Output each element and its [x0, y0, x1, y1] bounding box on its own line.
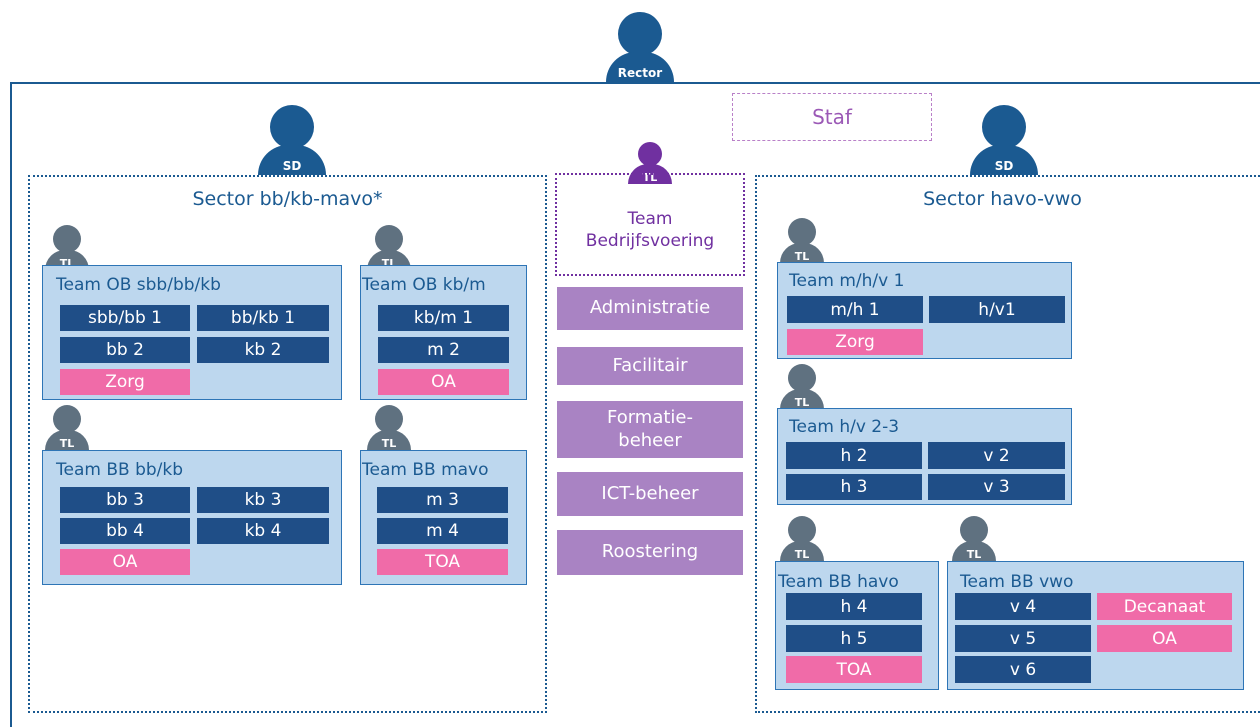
sector-right-box: [755, 175, 1260, 713]
service-line: beheer: [618, 429, 682, 451]
class-cell: m 4: [377, 518, 508, 544]
toa-cell: TOA: [786, 656, 922, 683]
class-cell: h 3: [786, 474, 922, 500]
class-cell: h 2: [786, 442, 922, 469]
class-cell: m 2: [378, 337, 509, 363]
team-title: Team OB sbb/bb/kb: [56, 275, 221, 295]
team-title: Team BB mavo: [362, 460, 489, 480]
toa-cell: TOA: [377, 549, 508, 575]
rector-label: Rector: [606, 52, 674, 82]
sector-left-title: Sector bb/kb-mavo*: [192, 188, 383, 210]
service-ict-beheer: ICT-beheer: [557, 472, 743, 516]
oa-cell: OA: [378, 369, 509, 395]
title-line: Team: [627, 209, 673, 229]
tl-label: TL: [45, 430, 89, 450]
class-cell: kb 2: [197, 337, 329, 363]
class-cell: kb 3: [197, 487, 329, 513]
class-cell: bb/kb 1: [197, 305, 329, 331]
class-cell: kb/m 1: [378, 305, 509, 331]
tl-label: TL: [367, 430, 411, 450]
class-cell: m/h 1: [787, 296, 923, 323]
sector-left-box: [28, 175, 547, 713]
service-line: Formatie-: [606, 407, 693, 428]
team-bedrijfsvoering-box: [555, 173, 745, 276]
tl-label: TL: [780, 243, 824, 263]
sector-right-title: Sector havo-vwo: [923, 188, 1082, 210]
class-cell: bb 3: [60, 487, 190, 513]
class-cell: v 3: [928, 474, 1065, 500]
class-cell: m 3: [377, 487, 508, 513]
team-title: Team BB havo: [778, 572, 899, 592]
zorg-cell: Zorg: [787, 329, 923, 355]
class-cell: v 2: [928, 442, 1065, 469]
title-line: Bedrijfsvoering: [585, 231, 715, 252]
staf-label: Staf: [812, 105, 852, 129]
service-facilitair: Facilitair: [557, 347, 743, 385]
team-title: Team h/v 2-3: [789, 417, 900, 437]
organization-frame: [10, 82, 1260, 727]
service-formatiebeheer: Formatie- beheer: [557, 401, 743, 458]
class-cell: v 5: [955, 625, 1091, 652]
class-cell: sbb/bb 1: [60, 305, 190, 331]
team-title: Team m/h/v 1: [789, 271, 905, 291]
service-administratie: Administratie: [557, 287, 743, 330]
team-bedrijfsvoering-title: Team Bedrijfsvoering: [555, 208, 745, 252]
oa-cell: OA: [60, 549, 190, 575]
decanaat-cell: Decanaat: [1097, 593, 1232, 620]
class-cell: kb 4: [197, 518, 329, 544]
service-roostering: Roostering: [557, 530, 743, 575]
class-cell: h 4: [786, 593, 922, 620]
class-cell: bb 4: [60, 518, 190, 544]
tl-label: TL: [780, 389, 824, 409]
class-cell: bb 2: [60, 337, 190, 363]
class-cell: h 5: [786, 625, 922, 652]
staf-box: Staf: [732, 93, 932, 141]
class-cell: v 4: [955, 593, 1091, 620]
tl-label: TL: [780, 541, 824, 561]
oa-cell: OA: [1097, 625, 1232, 652]
class-cell: v 6: [955, 656, 1091, 683]
team-title: Team OB kb/m: [362, 275, 486, 295]
zorg-cell: Zorg: [60, 369, 190, 395]
team-title: Team BB vwo: [960, 572, 1074, 592]
class-cell: h/v1: [929, 296, 1065, 323]
team-title: Team BB bb/kb: [56, 460, 184, 480]
tl-label: TL: [952, 541, 996, 561]
